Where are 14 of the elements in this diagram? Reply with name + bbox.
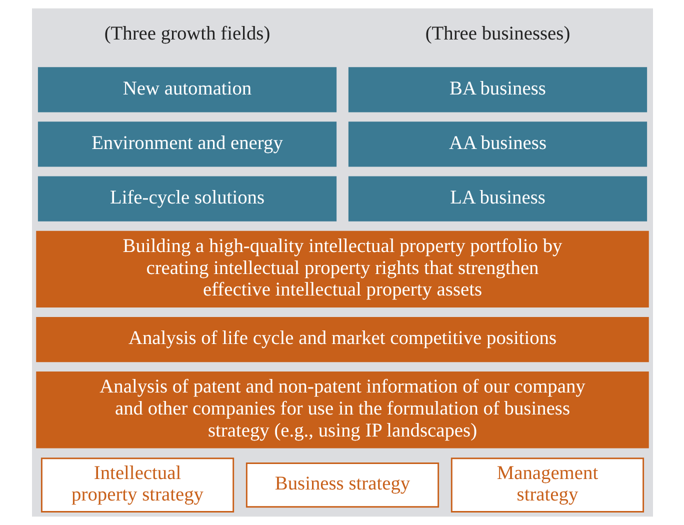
label: (Three growth fields) bbox=[104, 24, 270, 45]
node-box: LA business bbox=[348, 176, 647, 222]
node-box: BA business bbox=[348, 67, 647, 112]
node-box: Analysis of life cycle and market competitive positions bbox=[36, 316, 648, 362]
node-box: Management strategy bbox=[450, 458, 644, 512]
node-box: Building a high-quality intellectual property portfolio by creating intellectual property rights that strengthen effective intellectual property assets bbox=[36, 230, 648, 308]
node-box: New automation bbox=[37, 67, 336, 112]
node-box: Business strategy bbox=[245, 462, 439, 508]
node-box: AA business bbox=[348, 122, 647, 167]
label: (Three businesses) bbox=[424, 24, 570, 45]
node-box: Life-cycle solutions bbox=[37, 176, 336, 222]
node-box: Intellectual property strategy bbox=[40, 458, 234, 512]
node-box: Environment and energy bbox=[37, 122, 336, 167]
node-box: Analysis of patent and non-patent information of our company and other companies for use in the formulation of business strategy (e.g., using IP landscapes) bbox=[36, 372, 648, 448]
